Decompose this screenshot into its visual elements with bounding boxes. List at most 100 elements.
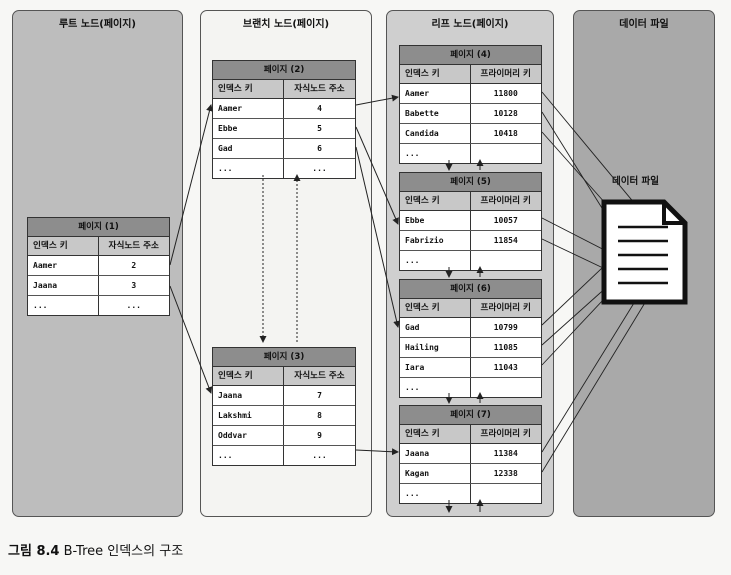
index-key-cell: Candida — [400, 124, 471, 143]
value-cell: 11384 — [493, 449, 518, 458]
index-key-cell: ... — [213, 446, 284, 465]
value-cell: 2 — [131, 261, 137, 270]
value-cell: 11854 — [493, 236, 518, 245]
index-key-cell: Gad — [213, 139, 284, 158]
page-title: 페이지 (5) — [400, 173, 541, 192]
value-cell: ... — [312, 164, 327, 173]
table-row: ...... — [213, 446, 355, 465]
data-file-label: 데이터 파일 — [612, 176, 660, 187]
index-key-cell: Oddvar — [213, 426, 284, 445]
column-header-row: 인덱스 키 자식노드 주소 — [213, 80, 355, 99]
branch-node-title: 브랜치 노드(페이지) — [242, 19, 330, 30]
value-cell: ... — [312, 451, 327, 460]
table-row: Iara 11043 — [400, 358, 541, 378]
value-header: 프라이머리 키 — [480, 196, 531, 206]
table-row: Jaana 3 — [28, 276, 169, 296]
table-row: Aamer 11800 — [400, 84, 541, 104]
index-key-header: 인덱스 키 — [400, 299, 471, 317]
index-key-header: 인덱스 키 — [28, 237, 99, 255]
value-cell: 12338 — [493, 469, 518, 478]
table-row: ... — [400, 144, 541, 163]
table-row: ...... — [28, 296, 169, 315]
root-node-title: 루트 노드(페이지) — [58, 19, 137, 30]
figure-caption: 그림 8.4 B-Tree 인덱스의 구조 — [8, 540, 183, 559]
value-cell: 7 — [317, 391, 322, 400]
column-header-row: 인덱스 키 자식노드 주소 — [213, 367, 355, 386]
index-key-cell: Hailing — [400, 338, 471, 357]
value-header: 프라이머리 키 — [480, 429, 531, 439]
table-row: Gad 10799 — [400, 318, 541, 338]
index-key-cell: ... — [400, 484, 471, 503]
table-row: Kagan 12338 — [400, 464, 541, 484]
value-cell: 4 — [317, 104, 322, 113]
value-cell: 10418 — [493, 129, 518, 138]
index-key-header: 인덱스 키 — [213, 367, 284, 385]
index-key-cell: Jaana — [28, 276, 99, 295]
index-key-cell: Lakshmi — [213, 406, 284, 425]
index-key-cell: Babette — [400, 104, 471, 123]
table-row: ...... — [213, 159, 355, 178]
index-key-cell: Fabrizio — [400, 231, 471, 250]
table-row: Fabrizio 11854 — [400, 231, 541, 251]
index-key-cell: ... — [400, 144, 471, 163]
value-cell: 11043 — [493, 363, 518, 372]
leaf-node-title: 리프 노드(페이지) — [431, 19, 509, 30]
value-header: 자식노드 주소 — [294, 371, 345, 381]
value-header: 프라이머리 키 — [480, 303, 531, 313]
page-title: 페이지 (3) — [213, 348, 355, 367]
table-row: ... — [400, 484, 541, 503]
page-title: 페이지 (7) — [400, 406, 541, 425]
page-title: 페이지 (2) — [213, 61, 355, 80]
index-key-header: 인덱스 키 — [213, 80, 284, 98]
value-cell: 10128 — [493, 109, 518, 118]
index-key-cell: ... — [28, 296, 99, 315]
index-key-cell: Gad — [400, 318, 471, 337]
index-key-cell: Iara — [400, 358, 471, 377]
index-key-cell: Jaana — [400, 444, 471, 463]
index-key-header: 인덱스 키 — [400, 65, 471, 83]
branch-sibling-links — [259, 174, 301, 343]
value-header: 프라이머리 키 — [480, 69, 531, 79]
figure-title: B-Tree 인덱스의 구조 — [63, 544, 184, 559]
value-cell: 10057 — [493, 216, 518, 225]
figure-number: 그림 8.4 — [8, 544, 60, 559]
column-header-row: 인덱스 키 프라이머리 키 — [400, 299, 541, 318]
data-file-column-title: 데이터 파일 — [619, 19, 669, 30]
value-header: 자식노드 주소 — [294, 84, 345, 94]
table-row: Ebbe 5 — [213, 119, 355, 139]
column-header-row: 인덱스 키 자식노드 주소 — [28, 237, 169, 256]
value-cell: 3 — [131, 281, 137, 290]
table-row: ... — [400, 378, 541, 397]
value-cell: 8 — [317, 411, 322, 420]
table-row: Babette 10128 — [400, 104, 541, 124]
page-title: 페이지 (1) — [28, 218, 169, 237]
value-cell: 11800 — [493, 89, 518, 98]
index-key-cell: Kagan — [400, 464, 471, 483]
table-row: Lakshmi 8 — [213, 406, 355, 426]
root-to-branch-links — [169, 104, 213, 394]
index-key-cell: Aamer — [400, 84, 471, 103]
index-key-cell: ... — [213, 159, 284, 178]
value-cell: ... — [126, 301, 141, 310]
index-key-cell: ... — [400, 378, 471, 397]
table-row: Candida 10418 — [400, 124, 541, 144]
value-cell: 10799 — [493, 323, 518, 332]
value-header: 자식노드 주소 — [108, 241, 159, 251]
index-key-header: 인덱스 키 — [400, 192, 471, 210]
index-key-cell: Ebbe — [213, 119, 284, 138]
value-cell: 5 — [317, 124, 322, 133]
